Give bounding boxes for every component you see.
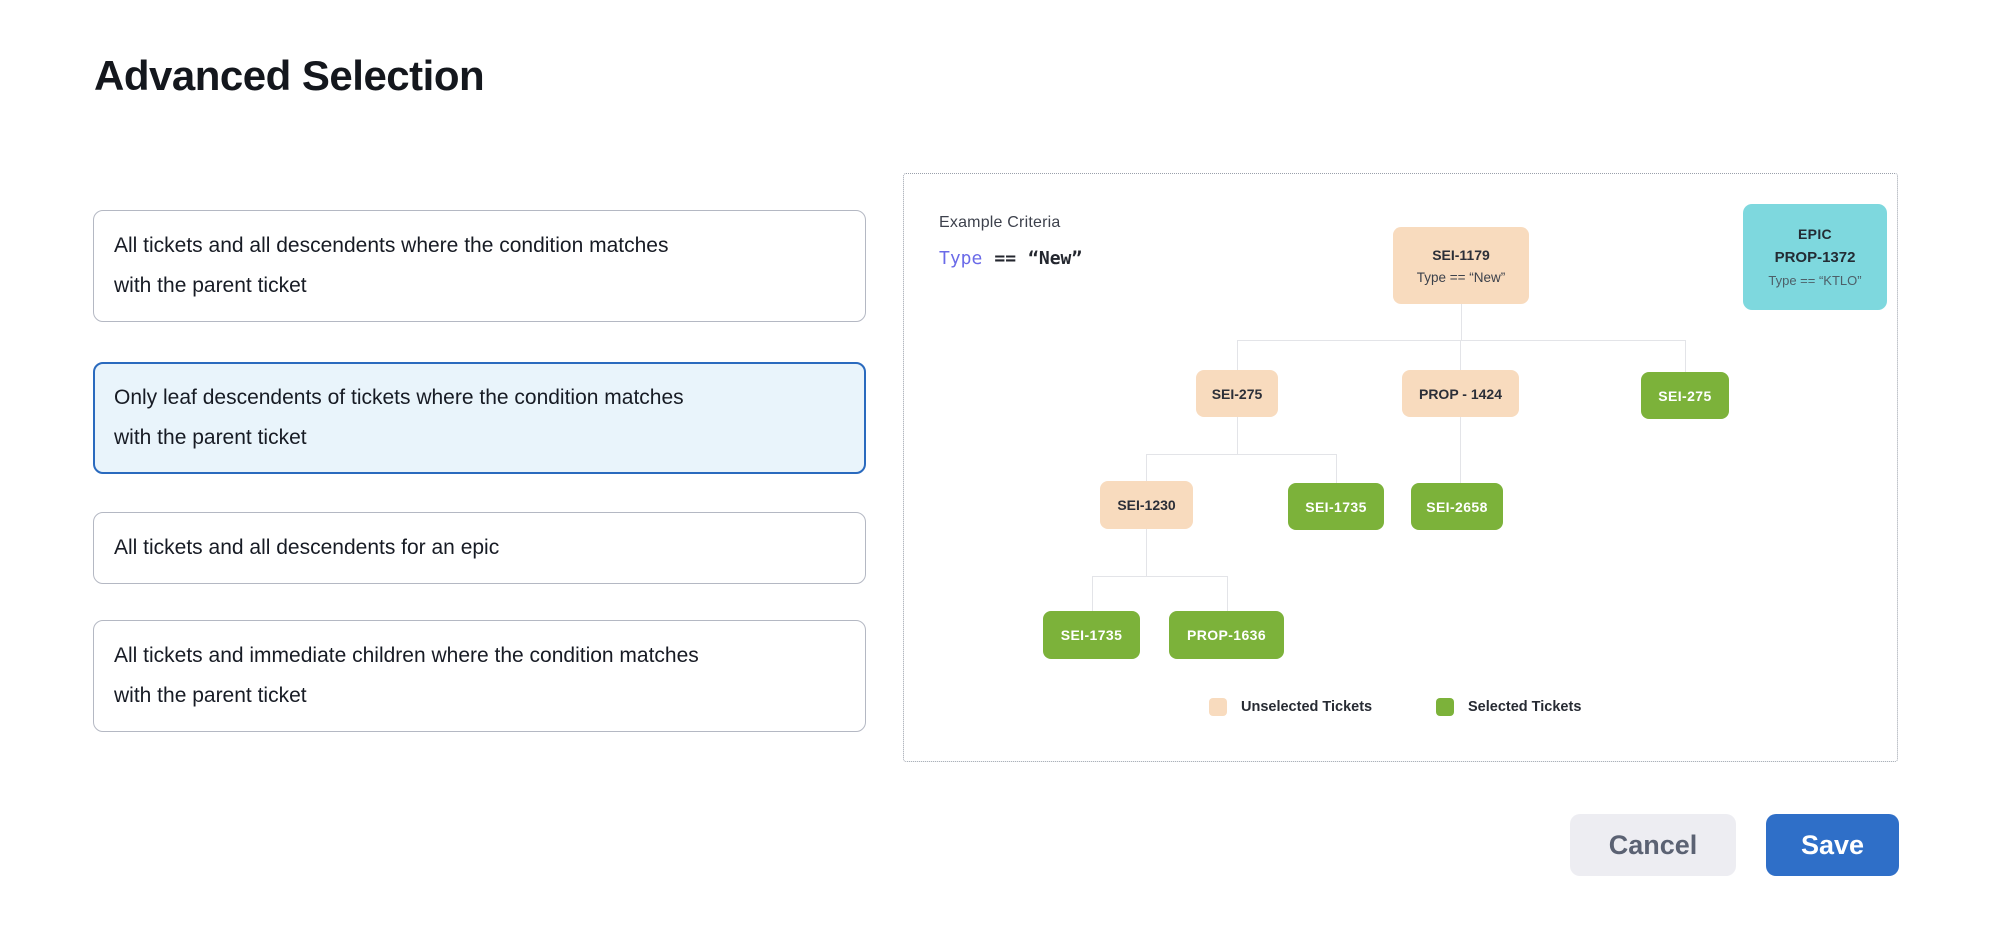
option-card-epic-descendents[interactable]: All tickets and all descendents for an e… [93, 512, 866, 584]
tree-connector [1237, 340, 1238, 370]
option-label: All tickets and all descendents where th… [114, 234, 669, 297]
tree-connector [1237, 417, 1238, 454]
option-label: Only leaf descendents of tickets where t… [114, 386, 684, 449]
ticket-id: SEI-1179 [1432, 246, 1490, 263]
tree-connector [1227, 576, 1228, 611]
tree-connector [1685, 340, 1686, 372]
tree-node-sei-1735-mid: SEI-1735 [1288, 483, 1384, 530]
ticket-id: SEI-1735 [1060, 627, 1123, 643]
legend-label: Unselected Tickets [1241, 699, 1373, 715]
option-card-all-descendents[interactable]: All tickets and all descendents where th… [93, 210, 866, 322]
example-panel: Example Criteria Type == “New” EPIC PROP-1… [903, 173, 1898, 762]
tree-node-sei-2658: SEI-2658 [1411, 483, 1503, 530]
tree-connector [1146, 454, 1147, 481]
example-criteria-expression: Type == “New” [939, 248, 1082, 269]
option-label: All tickets and immediate children where… [114, 644, 699, 707]
option-card-immediate-children[interactable]: All tickets and immediate children where… [93, 620, 866, 732]
legend-item-unselected: Unselected Tickets [1209, 698, 1372, 716]
ticket-id: SEI-1735 [1305, 498, 1367, 515]
tree-node-prop-1636: PROP-1636 [1169, 611, 1284, 659]
tree-connector [1460, 417, 1461, 483]
tree-connector [1146, 454, 1336, 455]
tree-node-prop-1424: PROP - 1424 [1402, 370, 1519, 417]
tree-connector [1092, 576, 1093, 611]
ticket-criteria: Type == “New” [1416, 269, 1506, 285]
ticket-id: SEI-2658 [1426, 498, 1488, 515]
ticket-id: PROP - 1424 [1418, 385, 1502, 402]
tree-connector [1460, 340, 1461, 370]
criteria-value: “New” [1028, 248, 1083, 269]
tree-node-sei-275-unselected: SEI-275 [1196, 370, 1278, 417]
tree-connector [1146, 529, 1147, 576]
epic-ticket-card: EPIC PROP-1372 Type == “KTLO” [1743, 204, 1887, 310]
epic-ticket-id: PROP-1372 [1774, 249, 1856, 266]
option-label: All tickets and all descendents for an e… [114, 536, 500, 559]
tree-connector [1237, 340, 1685, 341]
ticket-id: SEI-275 [1658, 387, 1712, 404]
legend-item-selected: Selected Tickets [1436, 698, 1581, 716]
option-card-leaf-descendents[interactable]: Only leaf descendents of tickets where t… [93, 362, 866, 474]
tree-node-sei-1735-leaf: SEI-1735 [1043, 611, 1140, 659]
criteria-field: Type [939, 248, 983, 269]
legend-swatch-unselected [1209, 698, 1227, 716]
criteria-operator: == [994, 248, 1017, 269]
example-criteria-heading: Example Criteria [939, 214, 1061, 231]
tree-node-sei-1179: SEI-1179 Type == “New” [1393, 227, 1529, 304]
ticket-id: PROP-1636 [1186, 627, 1267, 643]
epic-kind-label: EPIC [1798, 226, 1832, 242]
page-title: Advanced Selection [94, 52, 485, 99]
tree-node-sei-1230: SEI-1230 [1100, 481, 1193, 529]
tree-connector [1092, 576, 1227, 577]
epic-ticket-criteria: Type == “KTLO” [1768, 273, 1862, 288]
cancel-button[interactable]: Cancel [1570, 814, 1736, 876]
legend-label: Selected Tickets [1468, 699, 1582, 715]
legend-swatch-selected [1436, 698, 1454, 716]
ticket-id: SEI-275 [1211, 385, 1263, 402]
save-button[interactable]: Save [1766, 814, 1899, 876]
tree-connector [1336, 454, 1337, 483]
tree-node-sei-275-selected: SEI-275 [1641, 372, 1729, 419]
tree-connector [1461, 304, 1462, 340]
ticket-id: SEI-1230 [1117, 497, 1176, 513]
